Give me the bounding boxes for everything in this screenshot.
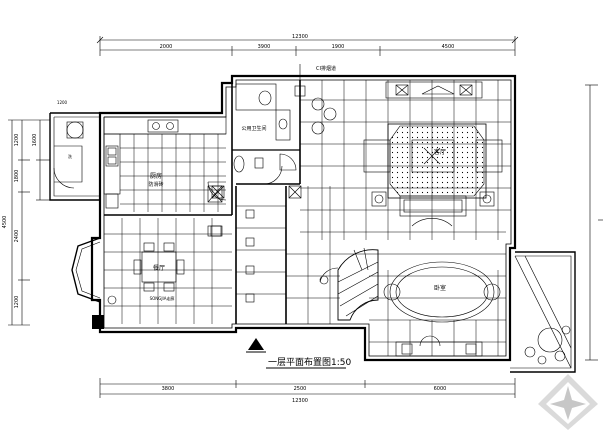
dining-plant xyxy=(107,295,117,305)
corridor-tile-grid xyxy=(236,205,286,295)
left-total-dimension: 4500 xyxy=(2,216,8,229)
balcony-door xyxy=(53,167,75,189)
kitchen-tile-grid xyxy=(120,133,226,212)
bedroom: 卧室 xyxy=(383,261,501,357)
washbasin xyxy=(233,155,245,173)
corridor-fixtures xyxy=(210,165,302,303)
kitchen-label: 厨房 xyxy=(150,172,162,180)
kitchen-door xyxy=(207,181,227,201)
plan-title: 一层平面布置图1:50 xyxy=(268,356,351,368)
tv xyxy=(421,85,455,95)
left-dimension-lines: 4500 1200 1800 2400 1200 1600 xyxy=(2,119,50,326)
bottom-dim-seg-3: 6000 xyxy=(434,386,447,392)
terrace-plant xyxy=(537,327,563,353)
top-dimension-lines: 12300 2000 3900 1900 4500 xyxy=(96,34,519,56)
bottom-dim-seg-2: 2500 xyxy=(294,386,307,392)
left-dim-seg-2: 1800 xyxy=(14,170,20,183)
kitchen-floor-label: 防滑砖 xyxy=(148,181,163,188)
bottom-total-dimension: 12300 xyxy=(292,398,308,404)
bed-chair-right xyxy=(483,283,501,301)
kitchen-counter: 厨房 防滑砖 xyxy=(103,116,227,209)
dining-table xyxy=(141,251,177,283)
stove xyxy=(147,119,179,133)
side-table-right xyxy=(479,191,495,207)
vanity xyxy=(275,109,291,141)
public-toilet-label: 公用卫生间 xyxy=(241,125,266,132)
watermark-logo-icon xyxy=(538,374,598,430)
svg-text:洗: 洗 xyxy=(68,153,72,159)
spiral-staircase xyxy=(319,247,379,321)
corridor-door xyxy=(263,165,283,185)
entry-marker xyxy=(246,338,266,353)
dining-cabinet xyxy=(207,225,223,237)
washing-machine xyxy=(66,121,84,139)
bottom-dimension-lines: 3800 2500 6000 12300 xyxy=(99,378,516,404)
armchair-left xyxy=(363,139,391,173)
living-rug xyxy=(387,123,487,199)
top-dim-seg-1: 2000 xyxy=(160,44,173,50)
left-dim-small: 1600 xyxy=(32,134,38,147)
oval-bed xyxy=(389,261,495,323)
corridor-label: SONGJIA走廊 xyxy=(150,295,175,301)
floor-lamp xyxy=(311,97,325,111)
top-dim-seg-3: 1900 xyxy=(332,44,345,50)
terrace xyxy=(514,255,572,369)
svg-text:1200: 1200 xyxy=(57,100,68,105)
left-dim-seg-3: 2400 xyxy=(14,230,20,243)
bottom-dim-seg-1: 3800 xyxy=(162,386,175,392)
exhaust-shaft xyxy=(294,85,306,97)
right-dimension-ticks xyxy=(585,84,603,361)
fridge xyxy=(105,193,119,209)
interior-walls xyxy=(104,80,301,324)
dining-label: 餐厅 xyxy=(153,264,165,272)
tv-cabinet xyxy=(385,81,483,99)
left-dim-seg-4: 1200 xyxy=(14,296,20,309)
side-table-left xyxy=(371,191,387,207)
top-dim-seg-2: 3900 xyxy=(258,44,271,50)
entry-arrow-icon xyxy=(248,338,264,350)
public-toilet: 公用卫生间 CI排烟道 xyxy=(233,64,336,173)
exhaust-label: CI排烟道 xyxy=(316,65,336,72)
balcony-fixtures: 1200 洗 xyxy=(53,100,84,189)
toilet-door xyxy=(279,153,297,171)
bedroom-label: 卧室 xyxy=(434,284,446,292)
kitchen-sink xyxy=(105,145,119,167)
dining-set: 餐厅 SONGJIA走廊 xyxy=(107,225,223,305)
exterior-walls xyxy=(49,74,576,373)
living-tile-grid xyxy=(286,80,511,356)
toilet-bowl xyxy=(258,90,272,106)
left-dim-seg-1: 1200 xyxy=(14,134,20,147)
dining-tile-grid xyxy=(104,218,232,324)
top-total-dimension: 12300 xyxy=(292,34,308,40)
top-dim-seg-4: 4500 xyxy=(442,44,455,50)
bed-chair-left xyxy=(383,283,401,301)
